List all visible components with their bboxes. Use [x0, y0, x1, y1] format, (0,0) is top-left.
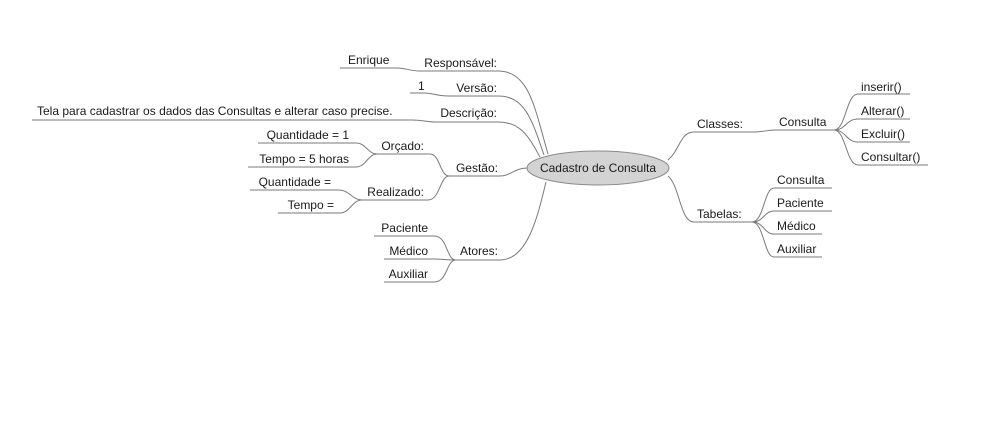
- node-responsavel[interactable]: Responsável:: [424, 56, 497, 70]
- edge-responsavel: [497, 70, 549, 155]
- node-tabela-auxiliar[interactable]: Auxiliar: [777, 242, 816, 256]
- node-class-consulta[interactable]: Consulta: [779, 115, 827, 129]
- node-orcado-tempo[interactable]: Tempo = 5 horas: [259, 152, 349, 166]
- node-atores-paciente[interactable]: Paciente: [381, 221, 428, 235]
- edge-realizado-tempo: [339, 199, 363, 214]
- edge-orcado: [429, 153, 450, 177]
- node-method-excluir[interactable]: Excluir(): [861, 127, 905, 141]
- edge-tabela-auxiliar: [751, 221, 775, 258]
- edge-classes: [667, 131, 695, 161]
- underlines: [32, 67, 928, 283]
- node-tabela-medico[interactable]: Médico: [777, 219, 816, 233]
- node-realizado-quantidade[interactable]: Quantidade =: [259, 175, 331, 189]
- node-descricao-value[interactable]: Tela para cadastrar os dados das Consult…: [37, 104, 393, 118]
- edge-method-consultar: [833, 129, 859, 166]
- edge-orcado-tempo: [355, 153, 378, 168]
- node-method-inserir[interactable]: inserir(): [861, 80, 902, 94]
- edge-gestao: [499, 167, 528, 177]
- node-gestao[interactable]: Gestão:: [456, 161, 498, 175]
- central-topic-shape: [526, 150, 670, 186]
- node-tabela-paciente[interactable]: Paciente: [777, 196, 824, 210]
- edge-descricao-value: [411, 119, 437, 123]
- node-atores-auxiliar[interactable]: Auxiliar: [389, 267, 428, 281]
- edge-tabela-consulta: [751, 187, 775, 223]
- node-atores-medico[interactable]: Médico: [389, 244, 428, 258]
- node-responsavel-value[interactable]: Enrique: [348, 53, 390, 67]
- edge-versao: [497, 95, 545, 156]
- node-realizado-tempo[interactable]: Tempo =: [288, 198, 334, 212]
- node-atores[interactable]: Atores:: [460, 244, 498, 258]
- edge-tabelas: [667, 175, 695, 223]
- node-method-consultar[interactable]: Consultar(): [861, 150, 920, 164]
- node-tabelas[interactable]: Tabelas:: [697, 207, 742, 221]
- edge-method-alterar: [833, 118, 859, 131]
- node-orcado-quantidade[interactable]: Quantidade = 1: [267, 128, 350, 142]
- edge-classes-consulta: [751, 129, 777, 133]
- edge-descricao: [497, 121, 541, 158]
- node-realizado[interactable]: Realizado:: [367, 185, 424, 199]
- node-method-alterar[interactable]: Alterar(): [861, 104, 904, 118]
- edge-atores-paciente: [433, 235, 457, 261]
- connectors: [337, 67, 859, 283]
- node-versao[interactable]: Versão:: [456, 81, 497, 95]
- edge-realizado: [427, 175, 450, 201]
- edge-orcado-quantidade: [355, 142, 378, 155]
- central-topic[interactable]: Cadastro de Consulta: [526, 150, 670, 186]
- node-tabela-consulta[interactable]: Consulta: [777, 173, 825, 187]
- edge-tabela-paciente: [751, 210, 775, 223]
- node-classes[interactable]: Classes:: [697, 117, 743, 131]
- edge-realizado-quantidade: [337, 189, 363, 201]
- node-descricao[interactable]: Descrição:: [440, 106, 497, 120]
- edge-tabela-medico: [751, 221, 775, 235]
- edge-method-inserir: [833, 93, 859, 131]
- node-orcado[interactable]: Orçado:: [381, 139, 424, 153]
- edge-responsavel-value: [397, 67, 421, 72]
- edge-versao-value: [423, 92, 449, 97]
- node-versao-value[interactable]: 1: [418, 79, 425, 93]
- edge-atores: [499, 181, 547, 261]
- central-topic-label: Cadastro de Consulta: [540, 161, 656, 175]
- edge-atores-auxiliar: [433, 259, 457, 283]
